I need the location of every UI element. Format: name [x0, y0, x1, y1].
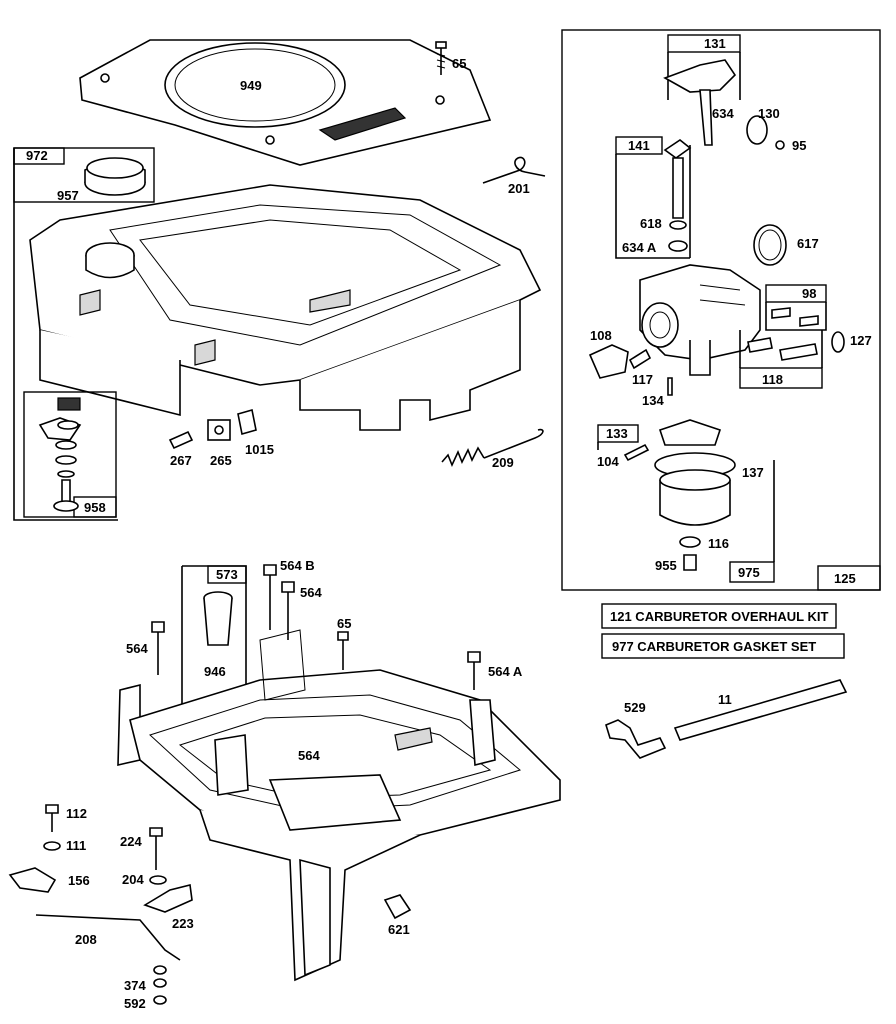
plate-108 [588, 344, 629, 379]
label-975: 975 [738, 565, 760, 580]
label-265: 265 [210, 453, 232, 468]
label-946: 946 [204, 664, 226, 679]
label-133: 133 [606, 426, 628, 441]
label-267: 267 [170, 453, 192, 468]
clip-201 [482, 156, 546, 184]
label-374: 374 [124, 978, 146, 993]
label-116: 116 [708, 536, 729, 551]
spring-209 [441, 428, 544, 468]
label-634: 634 [712, 106, 734, 121]
label-573: 573 [216, 567, 238, 582]
label-634a: 634 A [622, 240, 657, 255]
label-111: 111 [66, 838, 86, 853]
label-529: 529 [624, 700, 646, 715]
label-134: 134 [642, 393, 664, 408]
needle-117 [628, 348, 652, 370]
label-592: 592 [124, 996, 146, 1011]
label-949: 949 [240, 78, 262, 93]
o-ring-127 [831, 331, 845, 353]
label-209: 209 [492, 455, 514, 470]
screw-65-top [435, 41, 447, 75]
label-617: 617 [797, 236, 819, 251]
label-95: 95 [792, 138, 806, 153]
label-112: 112 [66, 806, 87, 821]
base-housing [117, 629, 561, 982]
label-118: 118 [762, 372, 783, 387]
label-1015: 1015 [245, 442, 274, 457]
label-224: 224 [120, 834, 142, 849]
label-564-top: 564 [300, 585, 322, 600]
label-117: 117 [632, 372, 653, 387]
screws-98 [771, 307, 819, 327]
fuel-tank [29, 184, 542, 431]
screws-118 [747, 337, 818, 361]
carburetor-body [639, 264, 761, 376]
label-618: 618 [640, 216, 662, 231]
label-65-top: 65 [452, 56, 466, 71]
kit-gasket: 977 CARBURETOR GASKET SET [612, 639, 816, 654]
float-and-bowl [623, 419, 736, 571]
kit-overhaul: 121 CARBURETOR OVERHAUL KIT [610, 609, 828, 624]
label-125: 125 [834, 571, 856, 586]
shutoff-valve-parts [23, 391, 117, 518]
pin-134 [667, 377, 673, 396]
label-130: 130 [758, 106, 780, 121]
float-needle [663, 139, 692, 252]
label-156: 156 [68, 873, 90, 888]
label-108: 108 [590, 328, 612, 343]
label-223: 223 [172, 916, 194, 931]
carburetor-assembly-box [561, 29, 881, 591]
label-564b: 564 B [280, 558, 315, 573]
label-104: 104 [597, 454, 619, 469]
label-208: 208 [75, 932, 97, 947]
linkage-parts [8, 804, 412, 1005]
label-204: 204 [122, 872, 144, 887]
label-98: 98 [802, 286, 816, 301]
label-11: 11 [718, 692, 732, 707]
label-65-bottom: 65 [337, 616, 351, 631]
choke-shaft [663, 59, 785, 150]
label-564a: 564 A [488, 664, 523, 679]
label-564-left: 564 [126, 641, 148, 656]
label-131: 131 [704, 36, 726, 51]
gasket-plate [79, 39, 492, 166]
label-958: 958 [84, 500, 106, 515]
label-564-mid: 564 [298, 748, 320, 763]
label-201: 201 [508, 181, 530, 196]
label-621: 621 [388, 922, 410, 937]
bushing-946 [203, 591, 233, 646]
label-972: 972 [26, 148, 48, 163]
label-141: 141 [628, 138, 650, 153]
label-955: 955 [655, 558, 677, 573]
label-127: 127 [850, 333, 872, 348]
small-hardware [168, 408, 257, 450]
label-957: 957 [57, 188, 79, 203]
fuel-cap [84, 157, 146, 196]
label-137: 137 [742, 465, 764, 480]
hose-and-pipe [605, 679, 848, 759]
